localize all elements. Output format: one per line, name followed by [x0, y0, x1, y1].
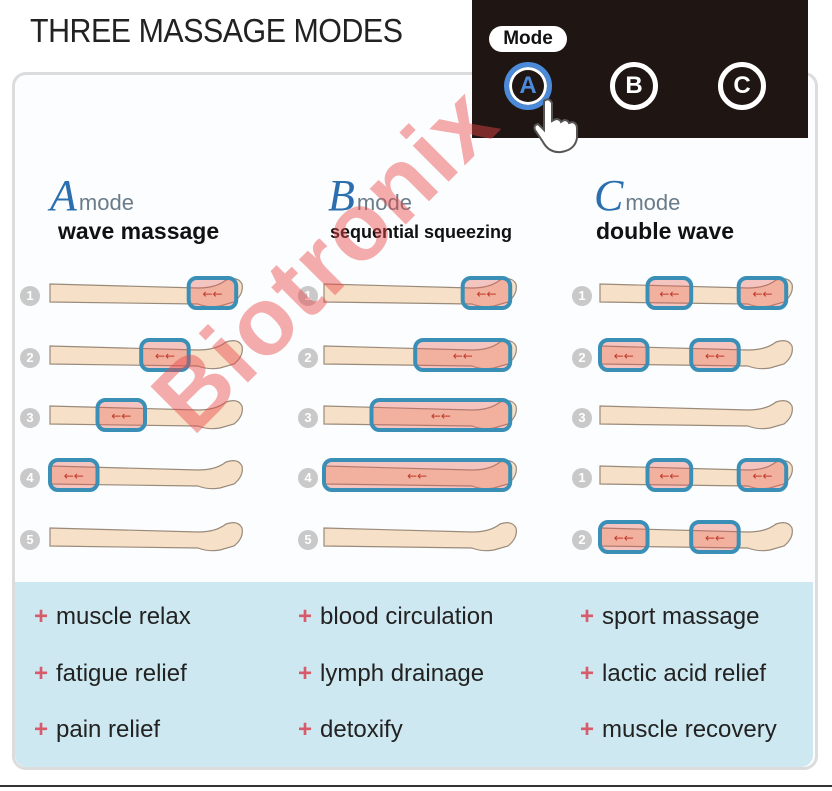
- benefit-item: +fatigue relief: [34, 660, 187, 687]
- mode-label: Mode: [489, 26, 567, 52]
- step-number: 4: [20, 468, 40, 488]
- benefit-item: +blood circulation: [298, 603, 494, 630]
- svg-text:←←: ←←: [659, 287, 679, 301]
- mode-c-letter: C: [594, 171, 624, 220]
- svg-text:←←: ←←: [614, 531, 634, 545]
- leg-diagram: [599, 400, 793, 430]
- svg-text:←←: ←←: [705, 349, 725, 363]
- mode-c-button[interactable]: C: [718, 62, 766, 110]
- benefit-item: +pain relief: [34, 716, 161, 743]
- step-number: 1: [572, 468, 592, 488]
- plus-icon: +: [580, 660, 595, 687]
- step-number: 3: [298, 408, 318, 428]
- plus-icon: +: [34, 603, 49, 630]
- leg-diagram: ←←: [49, 398, 243, 432]
- svg-text:←←: ←←: [752, 287, 772, 301]
- benefit-item: +detoxify: [298, 716, 403, 743]
- step-number: 2: [572, 530, 592, 550]
- mode-c-subtitle: double wave: [596, 218, 735, 244]
- mode-c-word: mode: [625, 190, 681, 215]
- divider: [0, 785, 832, 787]
- mode-a-subtitle: wave massage: [58, 218, 220, 244]
- mode-b-subtitle: sequential squeezing: [330, 222, 513, 242]
- leg-diagram: ←←: [323, 338, 517, 372]
- benefits-panel: [15, 582, 813, 767]
- plus-icon: +: [580, 716, 595, 743]
- benefit-item: +lactic acid relief: [580, 660, 767, 687]
- step-number: 2: [20, 348, 40, 368]
- page-title: THREE MASSAGE MODES: [30, 12, 403, 49]
- mode-a-word: mode: [78, 190, 134, 215]
- mode-c-heading: Cmode: [594, 170, 680, 221]
- plus-icon: +: [34, 716, 49, 743]
- mode-a-heading: Amode: [50, 170, 134, 221]
- mode-a-letter: A: [50, 171, 77, 220]
- leg-diagram: ←←: [49, 276, 243, 310]
- benefit-item: +sport massage: [580, 603, 760, 630]
- svg-text:←←: ←←: [202, 287, 222, 301]
- mode-b-word: mode: [356, 190, 412, 215]
- benefit-item: +muscle recovery: [580, 716, 777, 743]
- plus-icon: +: [298, 716, 313, 743]
- leg-diagram: ←←: [49, 338, 243, 372]
- mode-b-letter: B: [328, 171, 355, 220]
- step-number: 1: [298, 286, 318, 306]
- mode-a-button[interactable]: A: [504, 62, 552, 110]
- plus-icon: +: [34, 660, 49, 687]
- leg-diagram: ←←: [322, 458, 517, 492]
- svg-text:←←: ←←: [614, 349, 634, 363]
- svg-text:←←: ←←: [752, 469, 772, 483]
- leg-diagram: ←← ←←: [598, 520, 793, 554]
- svg-text:←←: ←←: [453, 349, 473, 363]
- svg-text:←←: ←←: [476, 287, 496, 301]
- step-number: 2: [572, 348, 592, 368]
- leg-diagram: [323, 522, 517, 552]
- step-number: 3: [20, 408, 40, 428]
- benefit-item: +lymph drainage: [298, 660, 485, 687]
- svg-text:←←: ←←: [64, 469, 84, 483]
- svg-text:←←: ←←: [407, 469, 427, 483]
- leg-diagram: ←← ←←: [599, 458, 793, 492]
- plus-icon: +: [580, 603, 595, 630]
- leg-diagram: ←←: [48, 458, 243, 492]
- benefit-item: +muscle relax: [34, 603, 191, 630]
- pointer-hand-icon: [533, 98, 578, 154]
- plus-icon: +: [298, 603, 313, 630]
- leg-diagram: ←←: [323, 276, 517, 310]
- plus-icon: +: [298, 660, 313, 687]
- svg-text:←←: ←←: [705, 531, 725, 545]
- leg-diagram: ←← ←←: [598, 338, 793, 372]
- step-number: 2: [298, 348, 318, 368]
- leg-diagram: ←← ←←: [599, 276, 793, 310]
- svg-text:←←: ←←: [431, 409, 451, 423]
- svg-text:←←: ←←: [155, 349, 175, 363]
- mode-b-button[interactable]: B: [610, 62, 658, 110]
- svg-text:←←: ←←: [659, 469, 679, 483]
- step-number: 5: [298, 530, 318, 550]
- mode-b-heading: Bmode: [328, 170, 412, 221]
- step-number: 3: [572, 408, 592, 428]
- leg-diagram: [49, 522, 243, 552]
- step-number: 5: [20, 530, 40, 550]
- step-number: 1: [20, 286, 40, 306]
- step-number: 4: [298, 468, 318, 488]
- step-number: 1: [572, 286, 592, 306]
- leg-diagram: ←←: [323, 398, 517, 432]
- svg-text:←←: ←←: [111, 409, 131, 423]
